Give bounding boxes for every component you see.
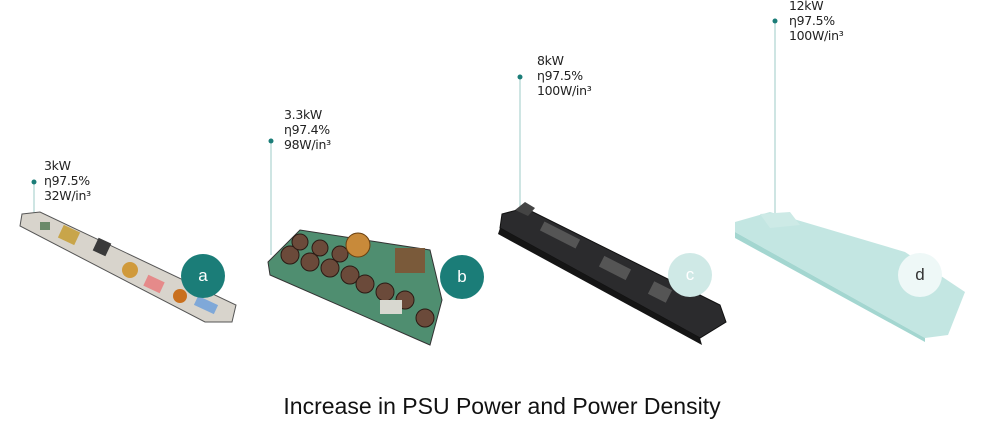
power-value: 12kW	[789, 0, 824, 13]
power-value: 3.3kW	[284, 107, 322, 122]
spec-label-d: 12kW η97.5% 100W/in³	[789, 0, 844, 43]
psu-board-d	[735, 212, 965, 342]
efficiency-value: η97.4%	[284, 122, 330, 137]
badge-c: c	[668, 253, 712, 297]
badge-a: a	[181, 254, 225, 298]
spec-label-c: 8kW η97.5% 100W/in³	[537, 53, 592, 98]
leader-dots	[31, 18, 778, 185]
leader-dot-a	[31, 179, 37, 185]
spec-label-b: 3.3kW η97.4% 98W/in³	[284, 107, 331, 152]
badge-b: b	[440, 255, 484, 299]
psu-board-c	[498, 202, 727, 345]
power-value: 8kW	[537, 53, 564, 68]
density-value: 100W/in³	[789, 28, 844, 43]
density-value: 32W/in³	[44, 188, 91, 203]
efficiency-value: η97.5%	[537, 68, 583, 83]
power-value: 3kW	[44, 158, 71, 173]
leader-lines	[33, 21, 776, 255]
psu-board-a	[19, 211, 237, 323]
density-value: 98W/in³	[284, 137, 331, 152]
efficiency-value: η97.5%	[44, 173, 90, 188]
density-value: 100W/in³	[537, 83, 592, 98]
efficiency-value: η97.5%	[789, 13, 835, 28]
spec-label-a: 3kW η97.5% 32W/in³	[44, 158, 91, 203]
leader-dot-d	[772, 18, 778, 24]
badge-d: d	[898, 253, 942, 297]
leader-dot-c	[517, 74, 523, 80]
figure-caption: Increase in PSU Power and Power Density	[283, 393, 721, 419]
psu-board-b	[267, 229, 443, 346]
leader-dot-b	[268, 138, 274, 144]
